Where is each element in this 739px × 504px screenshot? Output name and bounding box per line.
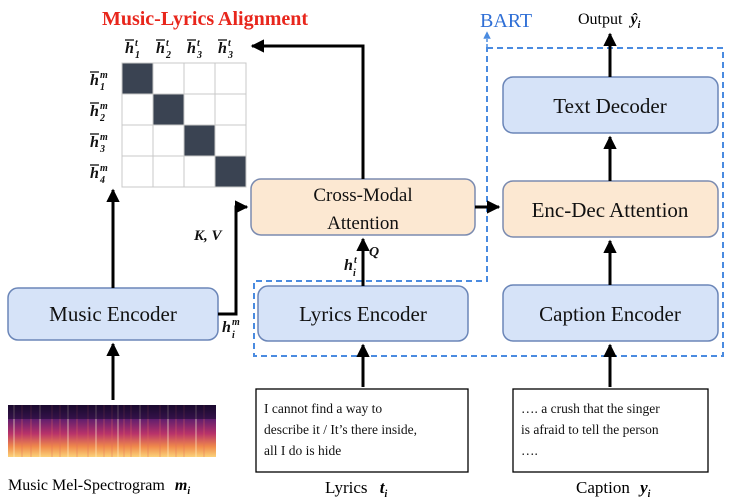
matrix-cell (183, 62, 216, 95)
svg-text:m: m (100, 70, 108, 81)
enc-dec-attention-label: Enc-Dec Attention (532, 198, 689, 222)
matrix-cell (121, 155, 154, 188)
hit-label: h t i (344, 255, 358, 279)
enc-dec-attention-box: Enc-Dec Attention (502, 180, 719, 238)
caption-input-label: Caption yi (576, 478, 651, 500)
cross-modal-attention-box: Cross-Modal Attention (250, 178, 476, 236)
lyrics-line-2: describe it / It’s there inside, (264, 422, 417, 437)
bart-region (253, 47, 724, 357)
svg-text:t: t (197, 38, 201, 49)
mel-spectrogram-image (8, 405, 216, 457)
svg-text:2: 2 (99, 113, 105, 124)
text-decoder-box: Text Decoder (502, 76, 719, 134)
arrow-crossmodal-matrix (250, 39, 365, 179)
arrows (106, 32, 617, 400)
matrix-cell-aligned (152, 93, 185, 126)
lyrics-line-3: all I do is hide (264, 443, 341, 458)
svg-text:3: 3 (196, 50, 202, 61)
svg-text:t: t (228, 38, 232, 49)
svg-text:3: 3 (227, 50, 233, 61)
text-decoder-label: Text Decoder (553, 94, 666, 118)
matrix-cell (214, 93, 247, 126)
matrix-cell (121, 93, 154, 126)
cross-modal-label-line1: Cross-Modal (313, 185, 412, 206)
matrix-cell-aligned (214, 155, 247, 188)
matrix-cell (121, 124, 154, 157)
him-label: h m i (222, 317, 240, 341)
caption-encoder-label: Caption Encoder (539, 302, 681, 326)
q-label: Q (369, 245, 379, 260)
caption-text-box: …. a crush that the singer is afraid to … (512, 388, 709, 473)
caption-line-2: is afraid to tell the person (521, 422, 659, 437)
music-encoder-box: Music Encoder (7, 287, 219, 341)
svg-text:h: h (90, 72, 99, 89)
svg-text:h: h (344, 257, 353, 274)
music-input-label: Music Mel-Spectrogram mi (8, 477, 190, 497)
caption-line-1: …. a crush that the singer (521, 401, 660, 416)
output-label: Output ŷi (578, 11, 641, 31)
svg-text:1: 1 (100, 82, 105, 93)
svg-text:h: h (156, 40, 165, 57)
matrix-cell (183, 93, 216, 126)
cross-modal-label-line2: Attention (327, 213, 399, 234)
lyrics-input-label: Lyrics ti (325, 478, 387, 500)
matrix-cell (214, 124, 247, 157)
svg-text:m: m (232, 317, 240, 328)
arrow-music-crossmodal (218, 200, 249, 316)
svg-text:1: 1 (135, 50, 140, 61)
lyrics-encoder-box: Lyrics Encoder (257, 285, 469, 342)
svg-text:m: m (100, 101, 108, 112)
bart-label: BART (480, 10, 532, 32)
music-encoder-label: Music Encoder (49, 302, 177, 326)
matrix-cell (152, 124, 185, 157)
svg-text:t: t (166, 38, 170, 49)
svg-text:h: h (90, 134, 99, 151)
lyrics-text-box: I cannot find a way to describe it / It’… (255, 388, 469, 473)
matrix-cell (214, 62, 247, 95)
svg-text:3: 3 (99, 144, 105, 155)
diagram-title: Music-Lyrics Alignment (102, 8, 308, 30)
svg-text:h: h (90, 165, 99, 182)
svg-text:h: h (187, 40, 196, 57)
svg-text:m: m (100, 132, 108, 143)
svg-text:m: m (100, 163, 108, 174)
svg-text:4: 4 (99, 175, 105, 186)
matrix-cell (152, 62, 185, 95)
svg-text:i: i (353, 268, 356, 279)
svg-text:h: h (218, 40, 227, 57)
matrix-cell (152, 155, 185, 188)
lyrics-line-1: I cannot find a way to (264, 401, 382, 416)
svg-text:t: t (135, 38, 139, 49)
svg-text:t: t (354, 255, 358, 266)
svg-text:i: i (232, 330, 235, 341)
matrix-cell (183, 155, 216, 188)
svg-text:h: h (90, 103, 99, 120)
svg-text:h: h (125, 40, 134, 57)
matrix-cell-aligned (121, 62, 154, 95)
svg-text:2: 2 (165, 50, 171, 61)
spectrogram-top-band (8, 405, 216, 419)
svg-text:h: h (222, 319, 231, 336)
matrix-cell-aligned (183, 124, 216, 157)
caption-encoder-box: Caption Encoder (502, 284, 719, 342)
kv-label: K, V (193, 228, 224, 244)
lyrics-encoder-label: Lyrics Encoder (299, 302, 427, 326)
caption-line-3: …. (521, 443, 538, 458)
